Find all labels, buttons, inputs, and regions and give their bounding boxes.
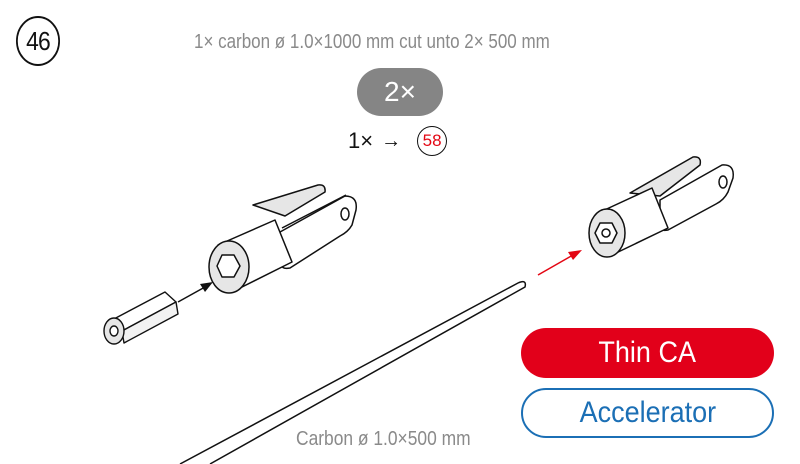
reference-step-badge: 58 [417,126,448,156]
thin-ca-badge: Thin CA [521,328,774,378]
hex-insert-icon [103,291,179,345]
clevis-right-icon [588,156,735,258]
step-reference: 1× → 58 [348,126,448,156]
clevis-left-icon [208,184,358,294]
reference-step-number: 58 [422,131,442,150]
cut-instruction: 1× carbon ø 1.0×1000 mm cut unto 2× 500 … [194,31,550,53]
step-number: 46 [26,25,51,56]
thin-ca-label: Thin CA [598,336,697,369]
quantity-label: 2× [384,76,416,107]
reference-count: 1× [348,128,374,153]
step-number-badge: 46 [16,16,60,66]
arrow-red-icon [537,250,582,276]
carbon-rod-icon [179,280,527,464]
arrow-black-icon [177,282,213,303]
quantity-badge: 2× [357,68,443,116]
arrow-right-icon: → [381,129,402,152]
rod-label: Carbon ø 1.0×500 mm [296,428,471,450]
accelerator-label: Accelerator [579,396,716,429]
accelerator-badge: Accelerator [521,388,774,438]
